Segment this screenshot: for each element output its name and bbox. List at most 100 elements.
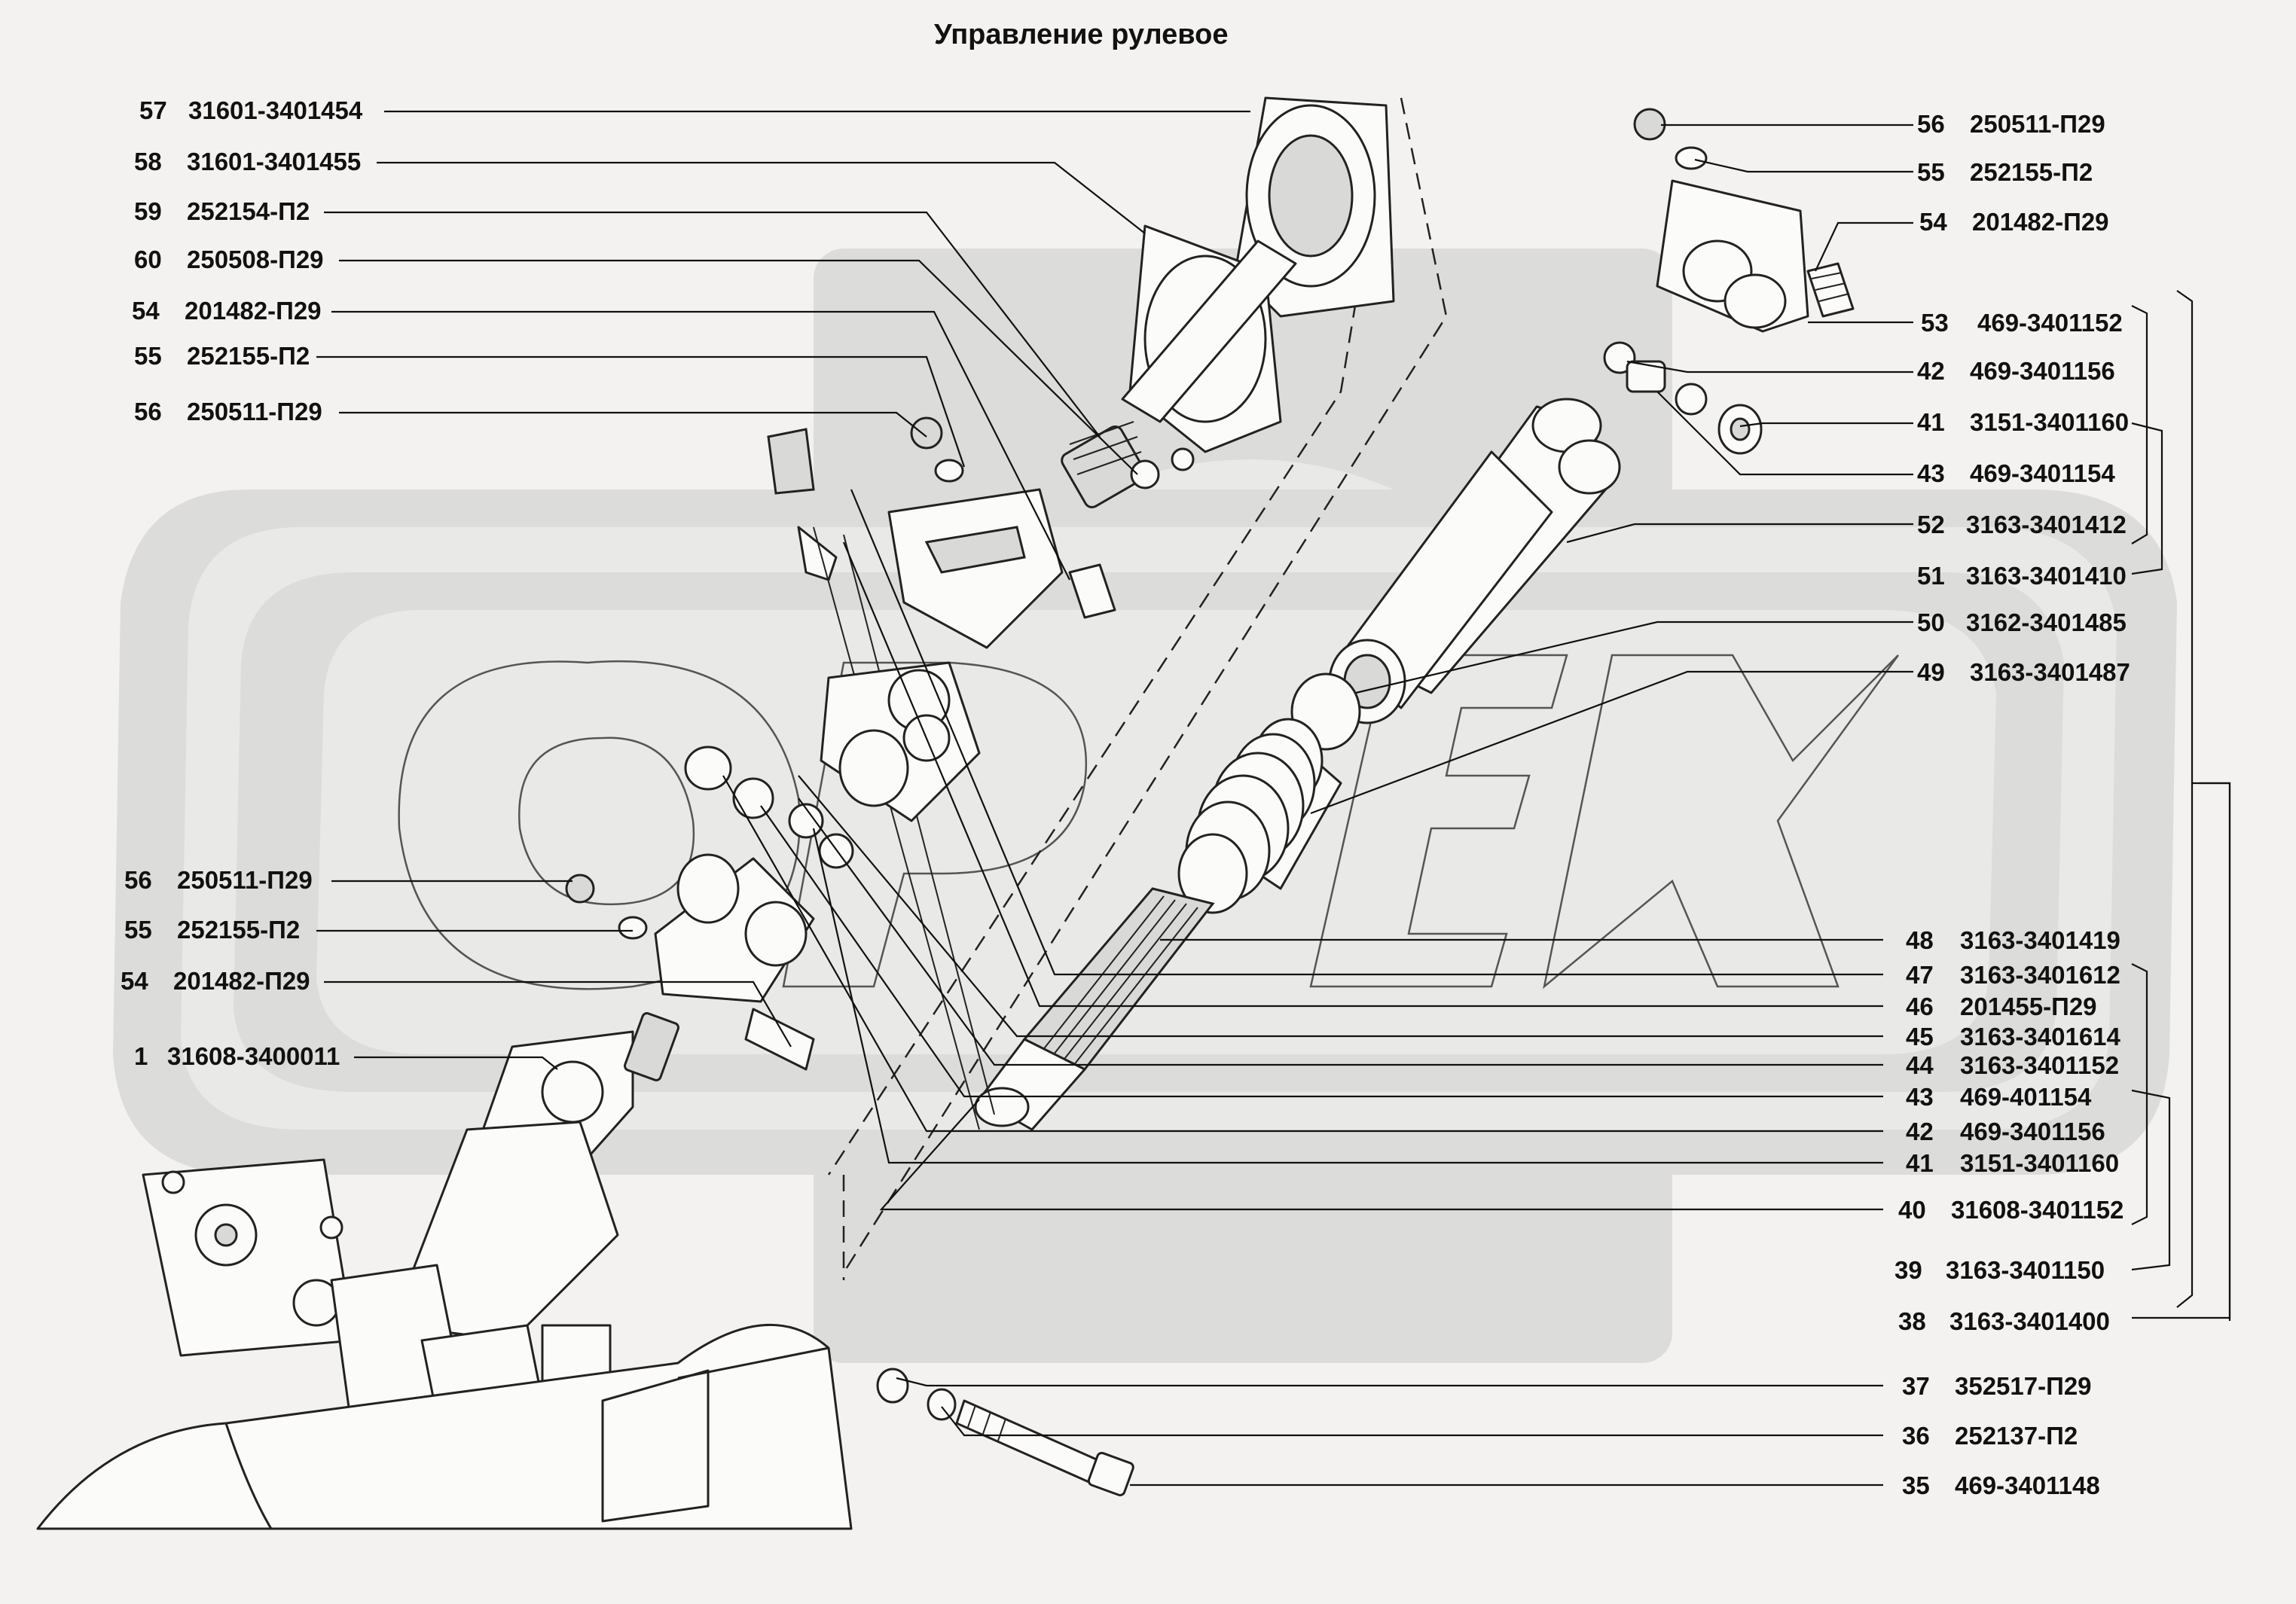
callout-number: 56 (124, 866, 152, 894)
callouts-left: 57 31601-3401454 58 31601-3401455 59 252… (121, 96, 363, 1070)
callout-left-item: 56 250511-П29 (124, 866, 313, 894)
watermark-letters (398, 654, 1900, 990)
callout-right-item: 36 252137-П2 (1902, 1422, 2078, 1450)
callout-code: 469-401154 (1960, 1083, 2092, 1111)
callout-code: 3162-3401485 (1966, 608, 2127, 636)
callout-number: 47 (1906, 961, 1934, 989)
callout-right-item: 44 3163-3401152 (1906, 1051, 2119, 1079)
lower-bolt-assembly (876, 1368, 1134, 1496)
rubber-boot (1177, 718, 1342, 914)
callout-right-item: 45 3163-3401614 (1906, 1023, 2121, 1051)
callout-right-item: 52 3163-3401412 (1917, 511, 2127, 538)
callout-right-item: 51 3163-3401410 (1917, 562, 2127, 590)
callout-number: 54 (1919, 208, 1947, 236)
upper-bearing-parts (1603, 341, 1763, 455)
callout-left-item: 54 201482-П29 (121, 967, 310, 995)
callout-code: 3163-3401614 (1960, 1023, 2121, 1051)
splined-shaft (974, 887, 1215, 1131)
callout-number: 37 (1902, 1372, 1930, 1400)
callout-number: 1 (134, 1042, 148, 1070)
callout-right-item: 55 252155-П2 (1917, 158, 2093, 186)
callout-right-item: 35 469-3401148 (1902, 1471, 2100, 1499)
callout-number: 52 (1917, 511, 1945, 538)
callout-left-item: 55 252155-П2 (124, 916, 300, 944)
callout-code: 252155-П2 (1970, 158, 2093, 186)
callout-number: 43 (1906, 1083, 1934, 1111)
callout-number: 46 (1906, 993, 1934, 1020)
upper-cardan-yoke (1633, 108, 1855, 333)
upper-column-flange (1061, 96, 1395, 508)
callout-number: 55 (124, 916, 152, 944)
callout-number: 41 (1917, 408, 1945, 436)
callout-code: 252154-П2 (187, 197, 310, 225)
callout-number: 55 (134, 342, 162, 370)
steering-gear-box (142, 1012, 679, 1447)
callout-number: 36 (1902, 1422, 1930, 1450)
callout-code: 250511-П29 (1970, 110, 2105, 138)
center-cross-joint (684, 661, 981, 869)
callout-code: 250511-П29 (177, 866, 313, 894)
callout-code: 469-3401156 (1960, 1118, 2105, 1145)
callout-right-item: 49 3163-3401487 (1917, 658, 2130, 686)
callout-number: 56 (1917, 110, 1945, 138)
callout-right-item: 41 3151-3401160 (1906, 1149, 2119, 1177)
callout-code: 469-3401156 (1970, 357, 2115, 385)
watermark-logo (113, 249, 2177, 1363)
callout-code: 252155-П2 (177, 916, 300, 944)
callout-number: 35 (1902, 1471, 1930, 1499)
callout-code: 201482-П29 (1972, 208, 2109, 236)
callout-code: 250511-П29 (187, 398, 322, 425)
callout-code: 3151-3401160 (1970, 408, 2129, 436)
callout-code: 352517-П29 (1955, 1372, 2092, 1400)
callout-number: 39 (1895, 1256, 1922, 1284)
callout-code: 3163-3401400 (1949, 1307, 2110, 1335)
callout-code: 31601-3401454 (188, 96, 363, 124)
middle-cardan-yoke (767, 416, 1116, 1130)
callout-right-item: 42 469-3401156 (1917, 357, 2115, 385)
callout-code: 469-3401154 (1970, 459, 2115, 487)
callout-code: 31608-3401152 (1951, 1196, 2123, 1224)
callout-right-item: 54 201482-П29 (1919, 208, 2109, 236)
callout-code: 3163-3401150 (1946, 1256, 2105, 1284)
callout-right-item: 42 469-3401156 (1906, 1118, 2105, 1145)
callout-number: 41 (1906, 1149, 1934, 1177)
watermark-ring (113, 489, 2177, 1175)
callout-right-item: 37 352517-П29 (1902, 1372, 2092, 1400)
callout-left-item: 55 252155-П2 (134, 342, 310, 370)
callout-right-item: 48 3163-3401419 (1906, 926, 2120, 954)
callout-number: 53 (1921, 309, 1949, 337)
callout-code: 31608-3400011 (167, 1042, 340, 1070)
callout-number: 54 (132, 297, 160, 325)
callout-code: 201482-П29 (173, 967, 310, 995)
callout-code: 250508-П29 (187, 245, 324, 273)
callout-right-item: 38 3163-3401400 (1898, 1307, 2110, 1335)
callout-number: 45 (1906, 1023, 1934, 1051)
callout-left-item: 1 31608-3400011 (134, 1042, 340, 1070)
callout-number: 58 (134, 148, 162, 175)
callout-left-item: 58 31601-3401455 (134, 148, 361, 175)
callout-number: 55 (1917, 158, 1945, 186)
callout-number: 40 (1898, 1196, 1926, 1224)
callout-right-item: 53 469-3401152 (1921, 309, 2123, 337)
callout-left-item: 60 250508-П29 (134, 245, 324, 273)
callout-number: 42 (1906, 1118, 1934, 1145)
callout-code: 3163-3401487 (1970, 658, 2130, 686)
callout-code: 3163-3401410 (1966, 562, 2127, 590)
callout-right-item: 56 250511-П29 (1917, 110, 2105, 138)
lower-cardan-yoke (565, 853, 815, 1071)
callout-number: 54 (121, 967, 148, 995)
callout-code: 469-3401148 (1955, 1471, 2100, 1499)
callout-right-item: 43 469-401154 (1906, 1083, 2092, 1111)
callout-right-item: 40 31608-3401152 (1898, 1196, 2123, 1224)
callout-number: 56 (134, 398, 162, 425)
callout-code: 469-3401152 (1977, 309, 2123, 337)
callout-code: 3151-3401160 (1960, 1149, 2119, 1177)
callout-left-item: 59 252154-П2 (134, 197, 310, 225)
callout-left-item: 54 201482-П29 (132, 297, 322, 325)
callout-number: 48 (1906, 926, 1934, 954)
vehicle-body-outline (36, 1323, 853, 1530)
callout-code: 201482-П29 (185, 297, 322, 325)
callout-number: 42 (1917, 357, 1945, 385)
